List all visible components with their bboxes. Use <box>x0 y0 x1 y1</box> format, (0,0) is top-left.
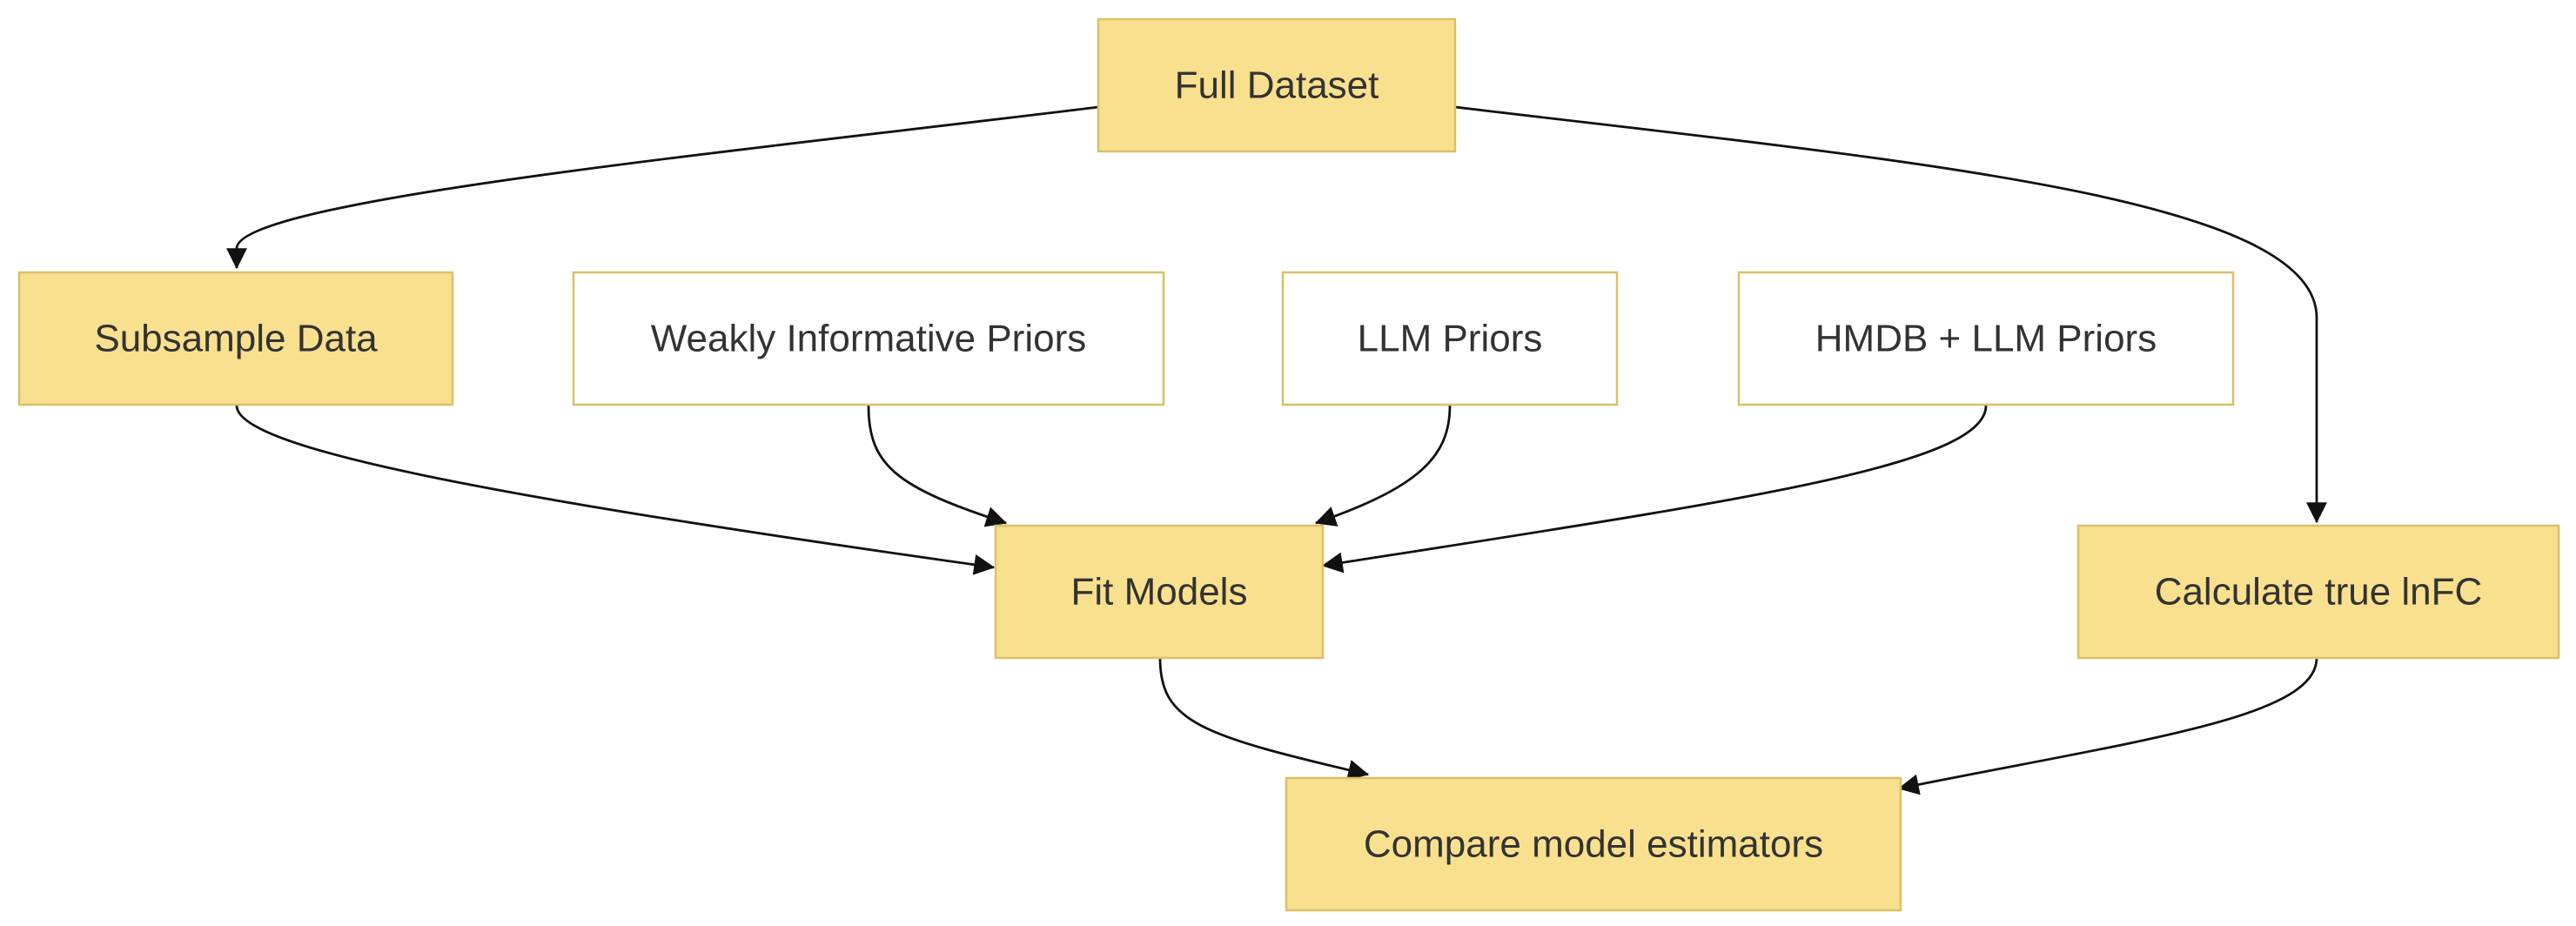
node-calculate-true-lnfc-label: Calculate true lnFC <box>2155 571 2483 614</box>
edge-hmdb-llm-priors-to-fit-models <box>1321 405 1988 574</box>
edge-full-dataset-to-subsample-data <box>226 105 1099 270</box>
node-hmdb-llm-priors-label: HMDB + LLM Priors <box>1815 318 2157 360</box>
node-compare-model-estimators: Compare model estimators <box>1285 776 1902 912</box>
node-calculate-true-lnfc: Calculate true lnFC <box>2076 524 2560 660</box>
node-compare-model-estimators-label: Compare model estimators <box>1364 823 1823 866</box>
node-subsample-data: Subsample Data <box>17 271 454 406</box>
edge-fit-models-to-compare-model-estimators <box>1158 657 1370 781</box>
edge-weakly-informative-priors-to-fit-models <box>867 405 1008 527</box>
node-weakly-informative-priors: Weakly Informative Priors <box>572 271 1165 406</box>
edges <box>226 105 2327 795</box>
node-subsample-data-label: Subsample Data <box>94 318 378 360</box>
nodes: Full Dataset Subsample Data Weakly Infor… <box>17 17 2560 912</box>
node-hmdb-llm-priors: HMDB + LLM Priors <box>1737 271 2235 406</box>
node-fit-models: Fit Models <box>994 524 1325 660</box>
edge-llm-priors-to-fit-models <box>1314 405 1452 527</box>
node-full-dataset-label: Full Dataset <box>1175 64 1379 107</box>
node-weakly-informative-priors-label: Weakly Informative Priors <box>651 318 1086 360</box>
edge-full-dataset-to-calculate-true-lnfc <box>1454 105 2327 524</box>
node-llm-priors-label: LLM Priors <box>1358 318 1543 360</box>
node-llm-priors: LLM Priors <box>1281 271 1619 406</box>
node-fit-models-label: Fit Models <box>1071 571 1248 614</box>
edge-subsample-data-to-fit-models <box>235 405 996 575</box>
edge-calculate-true-lnfc-to-compare-model-estimators <box>1897 657 2318 795</box>
node-full-dataset: Full Dataset <box>1097 17 1457 153</box>
